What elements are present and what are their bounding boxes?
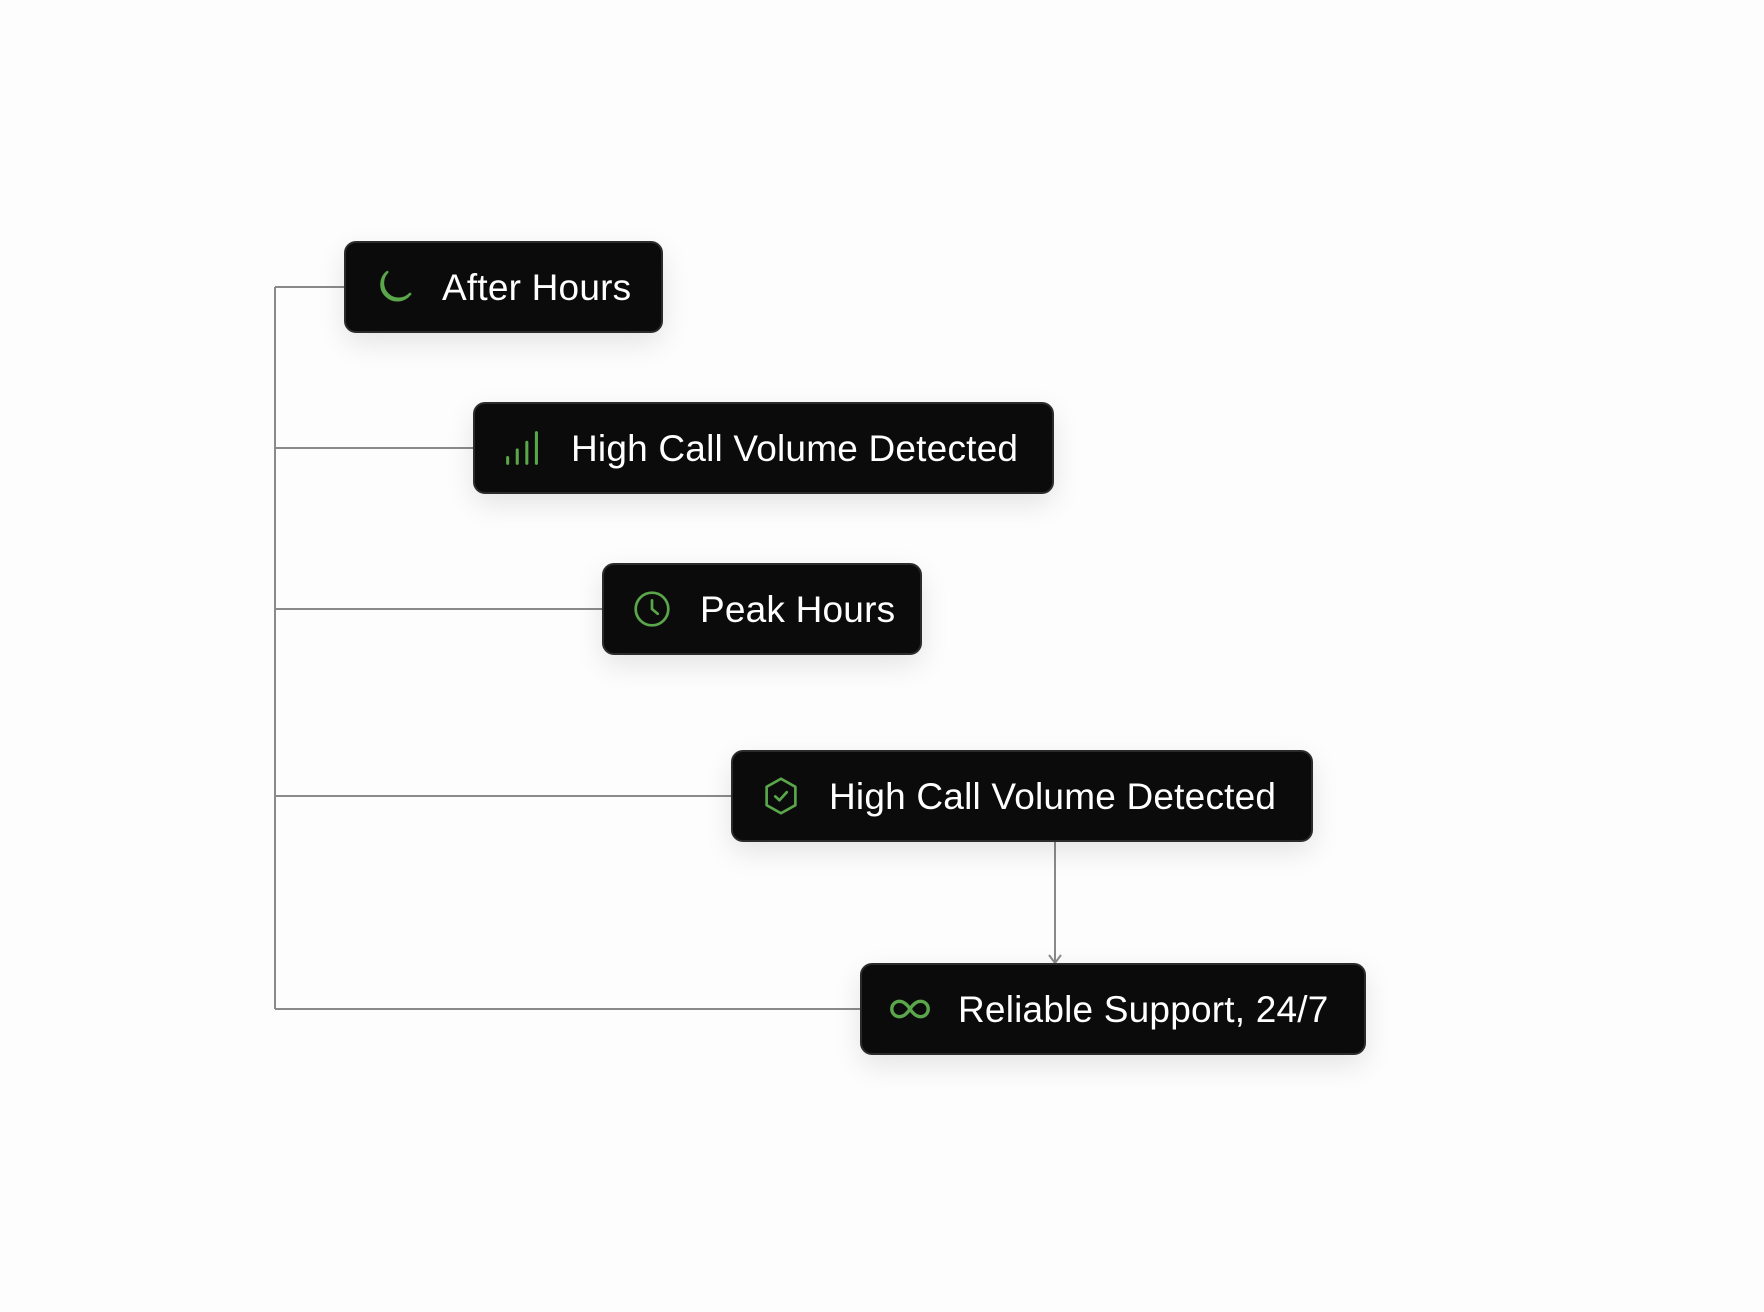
node-high-call-volume-detected: High Call Volume Detected <box>473 402 1054 494</box>
node-label: Reliable Support, 24/7 <box>958 988 1329 1030</box>
node-after-hours: After Hours <box>344 241 663 333</box>
node-label: Peak Hours <box>700 588 896 630</box>
infinity-icon <box>886 985 934 1033</box>
node-peak-hours: Peak Hours <box>602 563 922 655</box>
signal-bars-icon <box>499 424 547 472</box>
node-high-call-volume-detected-secure: High Call Volume Detected <box>731 750 1313 842</box>
node-label: High Call Volume Detected <box>571 427 1019 469</box>
node-label: After Hours <box>442 266 632 308</box>
clock-icon <box>628 585 676 633</box>
node-reliable-support: Reliable Support, 24/7 <box>860 963 1366 1055</box>
shield-check-icon <box>757 772 805 820</box>
moon-icon <box>370 263 418 311</box>
node-label: High Call Volume Detected <box>829 775 1277 817</box>
